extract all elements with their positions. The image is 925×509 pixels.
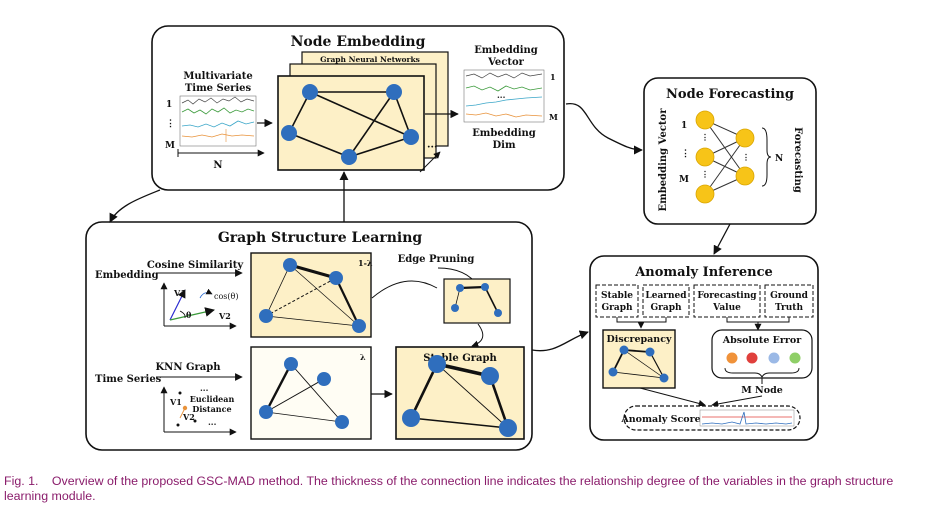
anomaly-score-plot	[699, 409, 795, 427]
gnn-stack-dots: ···	[427, 142, 437, 153]
stable-graph-box-line2: Graph	[601, 303, 633, 313]
forecasting-value-box-line2: Value	[712, 303, 741, 313]
learned-graph-box-line2: Graph	[650, 303, 682, 313]
ground-truth-box-line2: Truth	[775, 303, 803, 313]
svg-text:⋮: ⋮	[701, 169, 709, 179]
error-dot-4	[789, 352, 801, 364]
emb-vector-line1: Embedding	[474, 45, 538, 56]
stable-graph	[409, 362, 510, 429]
absolute-error-label: Absolute Error	[722, 335, 803, 346]
mts-plot	[179, 95, 257, 147]
cos-value: cos(θ)	[214, 292, 238, 301]
mts-row-dots: ⋮	[166, 118, 175, 129]
knn-dots-bottom: ···	[208, 419, 217, 429]
emb-vector-line2: Vector	[487, 57, 525, 68]
cos-theta: θ	[186, 310, 192, 320]
error-dot-2	[746, 352, 758, 364]
anomaly-inference-title: Anomaly Inference	[634, 265, 773, 280]
error-dot-1	[726, 352, 738, 364]
caption-fig-label: Fig. 1.	[4, 474, 39, 488]
anomaly-inference-panel: Anomaly Inference Stable Graph Learned G…	[589, 255, 819, 441]
stable-graph-box-line1: Stable	[601, 291, 633, 301]
svg-text:⋮: ⋮	[742, 152, 750, 162]
gsl-embedding-label: Embedding	[95, 270, 159, 281]
mts-row-last: M	[165, 141, 175, 151]
emb-row-first: 1	[550, 72, 556, 82]
knn-graph-label: KNN Graph	[155, 362, 221, 373]
mts-row-first: 1	[166, 100, 172, 110]
cos-v1: V1	[173, 288, 186, 298]
forecast-index-last: M	[679, 175, 689, 185]
cos-v2: V2	[218, 311, 231, 321]
learned-graph	[265, 263, 360, 327]
flow-arrows	[109, 103, 731, 352]
figure-caption: Fig. 1. Overview of the proposed GSC-MAD…	[4, 474, 922, 504]
knn-dots-top: ···	[200, 385, 209, 395]
emb-row-dots: ···	[497, 92, 506, 102]
weight-top: 1-λ	[358, 258, 373, 268]
edge-pruning-label: Edge Pruning	[398, 254, 475, 265]
caption-text: Overview of the proposed GSC-MAD method.…	[4, 474, 894, 503]
cosine-similarity-label: Cosine Similarity	[147, 260, 245, 271]
discrepancy-label: Discrepancy	[606, 334, 672, 345]
forecast-left-label: Embedding Vector	[658, 108, 669, 212]
knn-axes	[160, 386, 237, 436]
forecasting-value-box-line1: Forecasting	[697, 291, 757, 301]
emb-dim-line1: Embedding	[472, 128, 536, 139]
learned-graph-card	[250, 252, 372, 338]
forecast-n-label: N	[775, 154, 783, 164]
anomaly-score-label: Anomaly Score	[620, 414, 700, 425]
ground-truth-box-line1: Ground	[770, 291, 809, 301]
emb-dim-line2: Dim	[492, 140, 515, 151]
stable-graph-label: Stable Graph	[423, 353, 497, 364]
mts-title-line2: Time Series	[185, 83, 252, 94]
gsl-time-series-label: Time Series	[95, 374, 162, 385]
node-forecasting-title: Node Forecasting	[666, 87, 794, 102]
knn-graph	[264, 363, 343, 423]
node-forecasting-panel: Node Forecasting Embedding Vector Foreca…	[643, 77, 817, 225]
graph-structure-learning-panel: Graph Structure Learning Embedding Cosin…	[85, 221, 533, 451]
learned-graph-box-line1: Learned	[645, 291, 687, 301]
emb-row-last: M	[549, 112, 558, 122]
stable-graph-box	[595, 284, 639, 318]
error-dot-3	[768, 352, 780, 364]
ground-truth-box	[764, 284, 814, 318]
gnn-label: Graph Neural Networks	[320, 55, 420, 64]
node-embedding-title: Node Embedding	[291, 34, 426, 50]
knn-graph-card	[250, 346, 372, 440]
forecasting-value-box	[693, 284, 761, 318]
euclidean-line1: Euclidean	[190, 394, 235, 404]
forecast-right-label: Forecasting	[792, 127, 803, 193]
learned-graph-box	[642, 284, 690, 318]
forecast-index-first: 1	[681, 121, 687, 131]
m-node-label: M Node	[741, 385, 783, 396]
node-embedding-panel: Node Embedding Multivariate Time Series …	[151, 25, 565, 191]
weight-bottom: λ	[360, 352, 366, 362]
time-axis-label: N	[213, 160, 222, 171]
cosine-axes	[160, 282, 237, 330]
gsl-title: Graph Structure Learning	[218, 230, 423, 246]
method-overview-diagram: Node Embedding Multivariate Time Series …	[85, 25, 819, 451]
mts-title-line1: Multivariate	[183, 71, 252, 82]
emb-vector-plot	[463, 69, 545, 123]
knn-v1: V1	[169, 397, 182, 407]
euclidean-line2: Distance	[192, 404, 231, 414]
forecast-index-dots: ⋮	[681, 148, 690, 159]
svg-text:⋮: ⋮	[701, 132, 709, 142]
knn-v2: V2	[182, 412, 195, 422]
